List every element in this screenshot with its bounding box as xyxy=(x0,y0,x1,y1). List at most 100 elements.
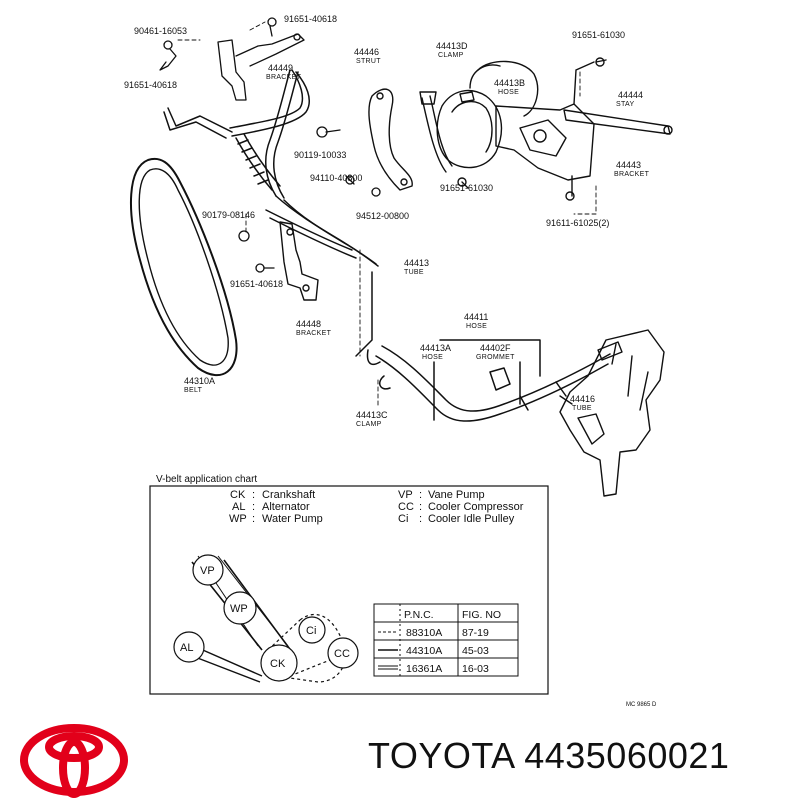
table-cell-fig: 87-19 xyxy=(462,627,489,639)
callout-part-number: 91651-61030 xyxy=(572,30,625,40)
callout-part-number: 44310A xyxy=(184,376,215,386)
legend-desc: Vane Pump xyxy=(428,489,485,501)
v-belt-application-chart: V-belt application chart CK : Crankshaft… xyxy=(149,474,657,708)
legend-sep: : xyxy=(252,513,255,525)
part-number: 4435060021 xyxy=(524,735,730,776)
callout-part-number: 44402F xyxy=(480,343,511,353)
bracket-44448-drawing xyxy=(279,221,319,301)
callout-part-name: TUBE xyxy=(572,405,592,412)
callout-part-name: BRACKET xyxy=(296,330,332,337)
callout-part-number: 91611-61025(2) xyxy=(546,218,609,228)
table-cell-pnc: 88310A xyxy=(406,627,442,639)
strut-44446-drawing xyxy=(368,88,413,191)
pulley-label: AL xyxy=(180,642,193,654)
legend-sep: : xyxy=(252,501,255,513)
callout-part-number: 44413C xyxy=(356,410,388,420)
toyota-logo-icon xyxy=(20,724,128,798)
callout-part-name: STAY xyxy=(616,101,634,108)
pulley-label: CK xyxy=(270,658,286,670)
callout-part-name: TUBE xyxy=(404,269,424,276)
chart-frame xyxy=(149,485,549,695)
callout-part-number: 91651-40618 xyxy=(230,279,283,289)
callout-part-number: 94110-40800 xyxy=(310,173,362,183)
legend-desc: Cooler Idle Pulley xyxy=(428,513,515,525)
legend-code: WP xyxy=(229,513,247,525)
pnc-table xyxy=(373,603,519,677)
catalog-code: MC 9865 D xyxy=(626,702,657,708)
bracket-44449-drawing xyxy=(159,17,305,101)
legend-desc: Cooler Compressor xyxy=(428,501,524,513)
pulley-ck-circle xyxy=(260,644,298,682)
callout-part-name: BELT xyxy=(184,387,203,394)
table-cell-pnc: 44310A xyxy=(406,645,442,657)
steering-gear-drawing xyxy=(559,329,665,497)
pulley-label: VP xyxy=(200,565,215,577)
pulley-vp-circle xyxy=(192,554,224,586)
belt-routing-diagram xyxy=(173,554,359,683)
callout-part-number: 44444 xyxy=(618,90,643,100)
callout-part-number: 44443 xyxy=(616,160,641,170)
callout-part-number: 94512-00800 xyxy=(356,211,409,221)
callout-part-name: BRACKET xyxy=(266,74,302,81)
legend-code: VP xyxy=(398,489,413,501)
pulley-cc-circle xyxy=(327,637,359,669)
callout-part-number: 90119-10033 xyxy=(294,150,346,160)
callout-part-number: 44448 xyxy=(296,319,321,329)
callout-part-number: 44413A xyxy=(420,343,451,353)
callout-part-number: 44413D xyxy=(436,41,468,51)
callout-part-number: 91651-40618 xyxy=(284,14,337,24)
callout-part-number: 90461-16053 xyxy=(134,26,187,36)
hoses-drawing xyxy=(366,339,611,422)
callout-part-number: 44413B xyxy=(494,78,525,88)
callout-part-name: BRACKET xyxy=(614,171,650,178)
tube-44413-drawing xyxy=(163,69,379,357)
table-cell-pnc: 16361A xyxy=(406,663,442,675)
legend-code: CK xyxy=(230,489,246,501)
callout-part-number: 44416 xyxy=(570,394,595,404)
callout-part-number: 91651-61030 xyxy=(440,183,493,193)
callout-part-number: 44413 xyxy=(404,258,429,268)
callout-labels: 90461-16053 91651-40618 44449 BRACKET 91… xyxy=(124,14,650,428)
legend-code: Ci xyxy=(398,513,408,525)
callout-part-number: 44449 xyxy=(268,63,293,73)
callout-part-name: HOSE xyxy=(498,89,519,96)
callout-part-number: 44411 xyxy=(464,312,488,322)
legend-desc: Water Pump xyxy=(262,513,323,525)
callout-part-number: 44446 xyxy=(354,47,379,57)
legend-code: CC xyxy=(398,501,414,513)
table-header-fig: FIG. NO xyxy=(462,609,501,621)
chart-legend: CK : Crankshaft AL : Alternator WP : Wat… xyxy=(229,489,524,525)
callout-part-name: CLAMP xyxy=(438,52,464,59)
legend-sep: : xyxy=(419,513,422,525)
pulley-wp-circle xyxy=(223,591,257,625)
legend-sep: : xyxy=(252,489,255,501)
brand-caption: TOYOTA 4435060021 xyxy=(368,735,729,777)
table-cell-fig: 16-03 xyxy=(462,663,489,675)
callout-part-name: HOSE xyxy=(466,323,487,330)
legend-code: AL xyxy=(232,501,245,513)
v-belt-drawing xyxy=(130,157,238,377)
chart-title: V-belt application chart xyxy=(156,474,257,485)
pulley-label: WP xyxy=(230,603,248,615)
callout-part-name: CLAMP xyxy=(356,421,382,428)
pulley-label: CC xyxy=(334,648,350,660)
legend-desc: Alternator xyxy=(262,501,310,513)
pulley-al-circle xyxy=(173,631,205,663)
pump-drawing xyxy=(419,57,673,201)
callout-part-name: HOSE xyxy=(422,354,443,361)
callout-part-name: STRUT xyxy=(356,58,381,65)
callout-part-number: 90179-08146 xyxy=(202,210,255,220)
legend-sep: : xyxy=(419,501,422,513)
callout-part-name: GROMMET xyxy=(476,354,515,361)
callout-part-number: 91651-40618 xyxy=(124,80,177,90)
table-cell-fig: 45-03 xyxy=(462,645,489,657)
pulley-ci-circle xyxy=(298,616,326,644)
table-header-pnc: P.N.C. xyxy=(404,609,434,621)
pulley-label: Ci xyxy=(306,625,316,637)
legend-desc: Crankshaft xyxy=(262,489,315,501)
leader-lines xyxy=(177,21,597,407)
brand-name: TOYOTA xyxy=(368,735,514,776)
bolts-drawing xyxy=(238,126,381,273)
legend-sep: : xyxy=(419,489,422,501)
